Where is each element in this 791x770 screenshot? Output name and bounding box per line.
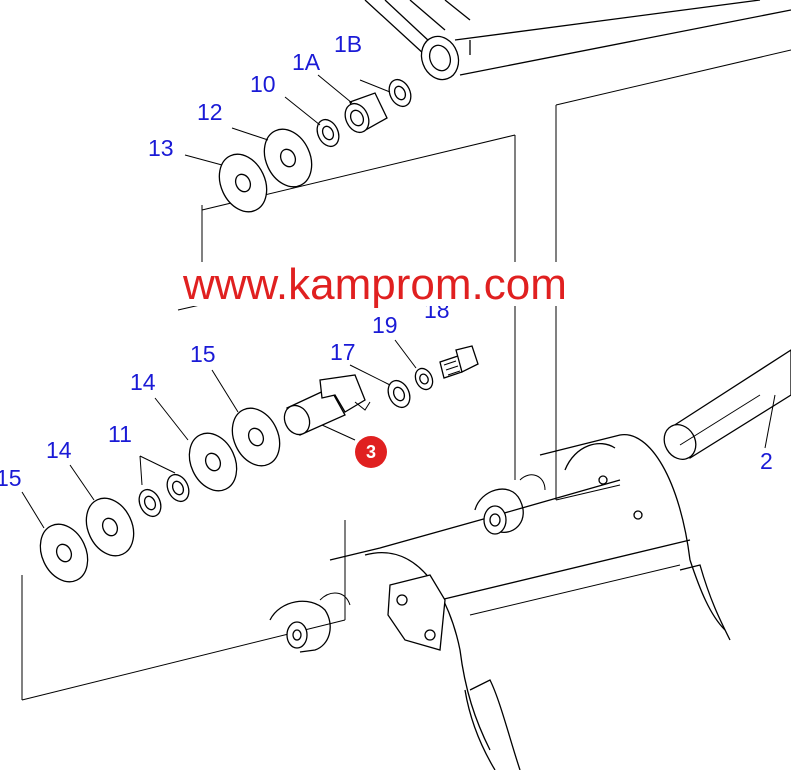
callout-14-lower: 14 — [46, 437, 72, 463]
callout-19: 19 — [372, 312, 398, 338]
part-1B-washer — [388, 78, 412, 108]
part-15-washer-lower — [39, 523, 89, 583]
callout-12: 12 — [197, 99, 223, 125]
bucket-body — [269, 434, 731, 770]
part-14-washer-upper — [188, 432, 238, 492]
part-10-washer — [316, 118, 340, 148]
highlight-badge-label: 3 — [366, 442, 376, 462]
part-2-pin — [663, 349, 791, 460]
part-19-lockwasher — [414, 367, 434, 391]
callouts: 1B 1A 10 12 13 18 19 17 15 14 11 14 15 2 — [0, 31, 773, 491]
callout-17: 17 — [330, 339, 356, 365]
highlight-badge: 3 — [355, 436, 387, 468]
highlight-badge-circle — [355, 436, 387, 468]
part-15-washer-upper — [231, 407, 281, 467]
boom-arm — [364, 0, 791, 81]
callout-2: 2 — [760, 448, 773, 474]
leader-lines — [21, 74, 776, 529]
part-12-washer — [263, 128, 313, 188]
part-17-washer — [387, 379, 411, 409]
part-3-pin — [283, 374, 371, 441]
callout-14-upper: 14 — [130, 369, 156, 395]
part-18-bolt — [439, 345, 479, 379]
callout-1A: 1A — [292, 49, 321, 75]
callout-11: 11 — [108, 421, 132, 447]
part-11-washers — [138, 473, 190, 518]
part-13-washer — [218, 153, 268, 213]
callout-13: 13 — [148, 135, 174, 161]
part-14-washer-lower — [85, 497, 135, 557]
callout-1B: 1B — [334, 31, 362, 57]
callout-15-upper: 15 — [190, 341, 216, 367]
callout-15-lower: 15 — [0, 465, 22, 491]
watermark-backdrop — [183, 262, 623, 306]
watermark-text: www.kamprom.com — [182, 260, 567, 309]
callout-10: 10 — [250, 71, 276, 97]
part-1A-bushing — [344, 92, 388, 134]
